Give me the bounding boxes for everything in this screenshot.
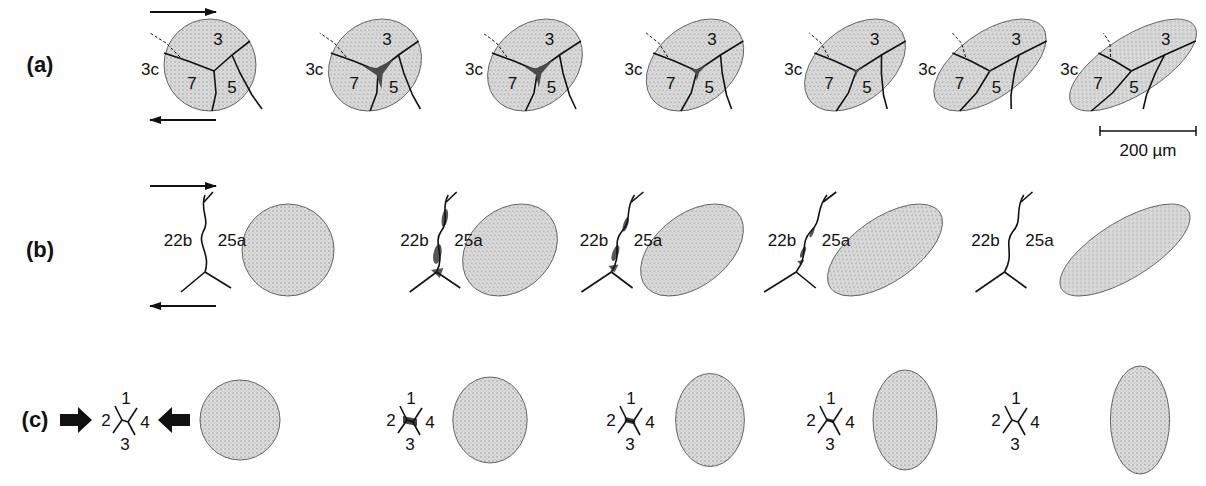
scale-bar — [1100, 126, 1196, 136]
grain-number: 3c — [625, 61, 643, 78]
grain-number: 5 — [1129, 79, 1138, 96]
grain-number: 25a — [454, 232, 482, 249]
grain-number: 1 — [826, 390, 835, 407]
grain-number: 2 — [101, 412, 110, 429]
grain-number: 3c — [1060, 61, 1078, 78]
grain-number: 3c — [305, 61, 323, 78]
grain-number: 22b — [580, 232, 608, 249]
grain-number: 25a — [634, 232, 662, 249]
grain-number: 4 — [645, 414, 654, 431]
grain-number: 25a — [822, 232, 850, 249]
grain-number: 2 — [991, 412, 1000, 429]
grain-number: 3c — [918, 61, 936, 78]
grain-number: 1 — [406, 390, 415, 407]
grain-number: 3 — [405, 436, 414, 453]
grain-number: 7 — [350, 75, 359, 92]
grain-number: 5 — [227, 79, 236, 96]
grain-number: 4 — [425, 414, 434, 431]
grain-number: 3 — [120, 436, 129, 453]
grain-number: 7 — [666, 75, 675, 92]
panel-label: (c) — [22, 409, 49, 431]
grain-number: 3 — [825, 436, 834, 453]
grain-number: 3 — [1161, 31, 1170, 48]
grain-number: 5 — [389, 79, 398, 96]
grain-number: 25a — [1025, 232, 1053, 249]
grain-number: 7 — [824, 75, 833, 92]
grain-sequence — [150, 19, 1206, 111]
grain-number: 1 — [1011, 390, 1020, 407]
grain-number: 3 — [625, 436, 634, 453]
grain-number: 2 — [806, 412, 815, 429]
panel-label: (b) — [26, 239, 54, 261]
grain-number: 2 — [606, 412, 615, 429]
grain-number: 3 — [870, 31, 879, 48]
grain-number: 3c — [465, 61, 483, 78]
shear-arrows — [150, 186, 216, 306]
grain-number: 4 — [140, 414, 149, 431]
grain-number: 3 — [1011, 31, 1020, 48]
grain-number: 5 — [992, 79, 1001, 96]
grain-number: 22b — [164, 232, 192, 249]
boundary-sequence — [181, 192, 1206, 296]
grain-number: 7 — [955, 75, 964, 92]
panel-label: (a) — [27, 54, 54, 76]
grain-number: 7 — [1093, 75, 1102, 92]
grain-number: 1 — [121, 390, 130, 407]
grain-number: 3 — [1010, 436, 1019, 453]
junction-sequence — [113, 366, 1170, 474]
compression-arrows — [60, 407, 190, 433]
grain-number: 3 — [707, 31, 716, 48]
grain-number: 3 — [545, 31, 554, 48]
grain-number: 1 — [626, 390, 635, 407]
grain-number: 3 — [382, 31, 391, 48]
grain-number: 5 — [547, 79, 556, 96]
grain-number: 22b — [400, 232, 428, 249]
grain-number: 3 — [213, 31, 222, 48]
grain-number: 7 — [187, 75, 196, 92]
grain-number: 4 — [845, 414, 854, 431]
grain-number: 3c — [784, 61, 802, 78]
grain-number: 25a — [218, 232, 246, 249]
grain-number: 2 — [386, 412, 395, 429]
grain-number: 4 — [1030, 414, 1039, 431]
grain-number: 22b — [768, 232, 796, 249]
grain-number: 7 — [508, 75, 517, 92]
grain-number: 5 — [862, 79, 871, 96]
grain-number: 5 — [705, 79, 714, 96]
grain-number: 3c — [141, 61, 159, 78]
scale-label: 200 µm — [1119, 142, 1176, 159]
grain-number: 22b — [971, 232, 999, 249]
